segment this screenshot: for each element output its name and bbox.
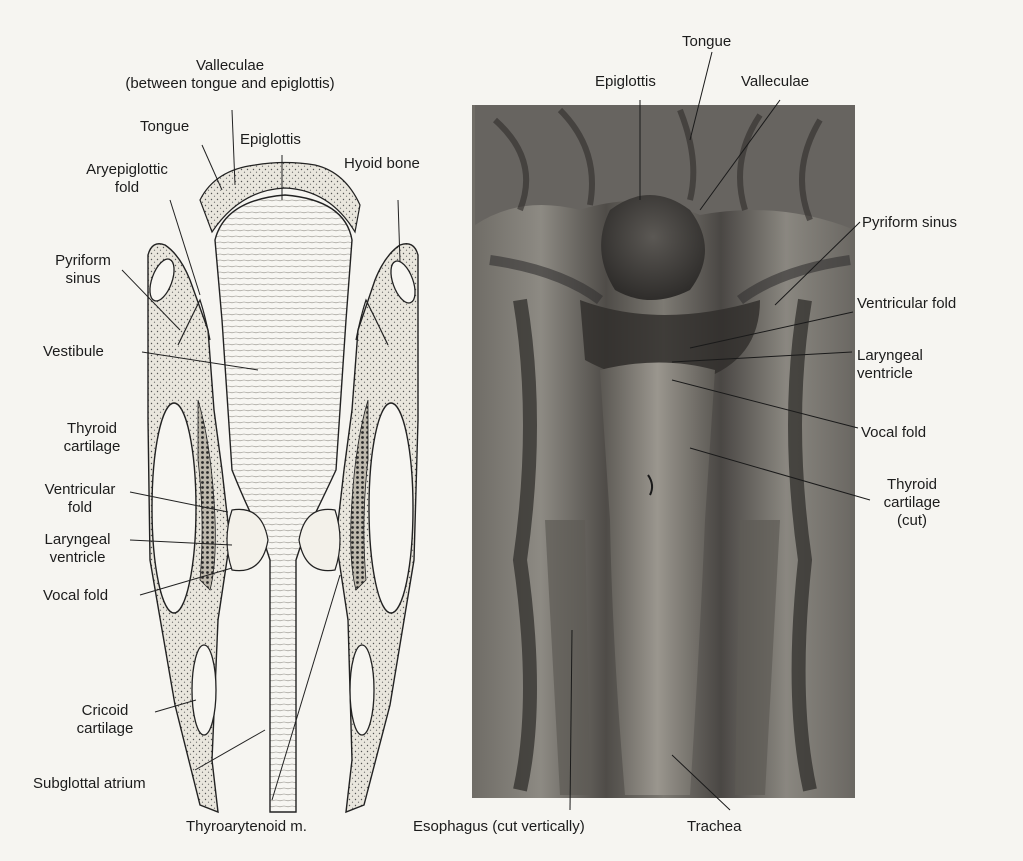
label-line: sinus (38, 270, 128, 288)
label-thyroarytenoid: Thyroarytenoid m. (186, 818, 307, 836)
label-line: (between tongue and epiglottis) (80, 75, 380, 93)
label-line: cartilage (60, 720, 150, 738)
label-epiglottis-right: Epiglottis (595, 73, 656, 91)
label-line: fold (20, 499, 140, 517)
label-pyriform-sinus-left: Pyriform sinus (38, 252, 128, 288)
label-trachea: Trachea (687, 818, 741, 836)
larynx-drawing (145, 163, 420, 813)
label-cricoid-cartilage: Cricoid cartilage (60, 702, 150, 738)
label-line: Laryngeal (857, 347, 923, 365)
label-thyroid-cartilage-right: Thyroid cartilage (cut) (862, 476, 962, 530)
label-line: fold (62, 179, 192, 197)
label-line: ventricle (857, 365, 923, 383)
label-laryngeal-ventricle-left: Laryngeal ventricle (20, 531, 135, 567)
label-vocal-fold-right: Vocal fold (861, 424, 926, 442)
label-line: Valleculae (80, 57, 380, 75)
label-ventricular-fold-left: Ventricular fold (20, 481, 140, 517)
label-line: ventricle (20, 549, 135, 567)
larynx-photograph (472, 105, 855, 798)
label-line: Laryngeal (20, 531, 135, 549)
label-subglottal-atrium: Subglottal atrium (33, 775, 146, 793)
label-line: Thyroid (42, 420, 142, 438)
label-line: Thyroid (862, 476, 962, 494)
label-line: Cricoid (60, 702, 150, 720)
label-hyoid-bone: Hyoid bone (344, 155, 420, 173)
label-thyroid-cartilage-left: Thyroid cartilage (42, 420, 142, 456)
label-epiglottis-left: Epiglottis (240, 131, 301, 149)
label-tongue-right: Tongue (682, 33, 731, 51)
label-laryngeal-ventricle-right: Laryngeal ventricle (857, 347, 923, 383)
label-valleculae-right: Valleculae (741, 73, 809, 91)
label-line: Aryepiglottic (62, 161, 192, 179)
label-vestibule: Vestibule (43, 343, 104, 361)
label-tongue-left: Tongue (140, 118, 189, 136)
label-vocal-fold-left: Vocal fold (43, 587, 108, 605)
label-line: cartilage (862, 494, 962, 512)
label-valleculae-left: Valleculae (between tongue and epiglotti… (80, 57, 380, 93)
label-pyriform-sinus-right: Pyriform sinus (862, 214, 957, 232)
label-line: Pyriform (38, 252, 128, 270)
label-aryepiglottic-fold: Aryepiglottic fold (62, 161, 192, 197)
label-line: Ventricular (20, 481, 140, 499)
label-line: (cut) (862, 512, 962, 530)
label-line: cartilage (42, 438, 142, 456)
label-esophagus: Esophagus (cut vertically) (413, 818, 585, 836)
label-ventricular-fold-right: Ventricular fold (857, 295, 956, 313)
